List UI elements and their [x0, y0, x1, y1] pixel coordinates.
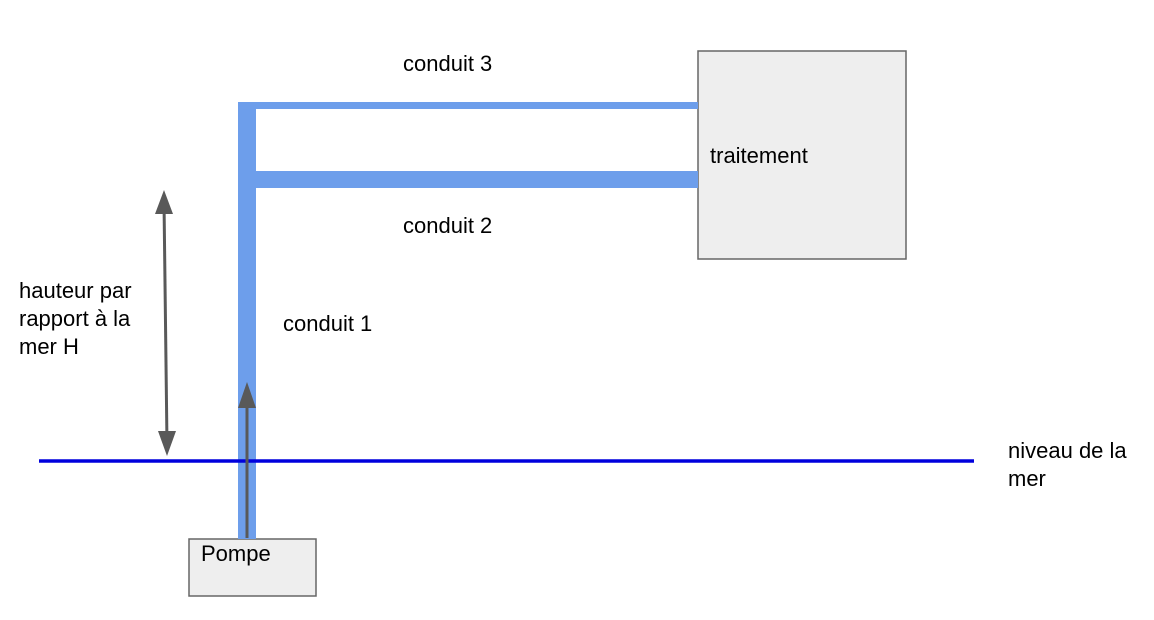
conduit-3-label: conduit 3 — [403, 51, 493, 76]
traitement-label: traitement — [710, 143, 808, 168]
conduit-3-pipe — [238, 102, 698, 109]
conduit-2-label: conduit 2 — [403, 213, 493, 238]
flow-arrow-head — [238, 382, 256, 408]
conduit-1-pipe — [238, 102, 256, 539]
pompe-label: Pompe — [201, 541, 271, 566]
height-arrow-top-head — [155, 190, 173, 214]
height-double-arrow — [162, 201, 169, 445]
conduit-1-label: conduit 1 — [283, 311, 373, 336]
niveau-mer-label: niveau de la mer — [1008, 438, 1127, 491]
hauteur-label: hauteur par rapport à la mer H — [19, 278, 132, 359]
height-arrow-bottom-head — [158, 431, 176, 456]
traitement-box — [697, 50, 907, 260]
pompe-box — [188, 538, 317, 597]
conduit-2-pipe — [238, 171, 698, 188]
